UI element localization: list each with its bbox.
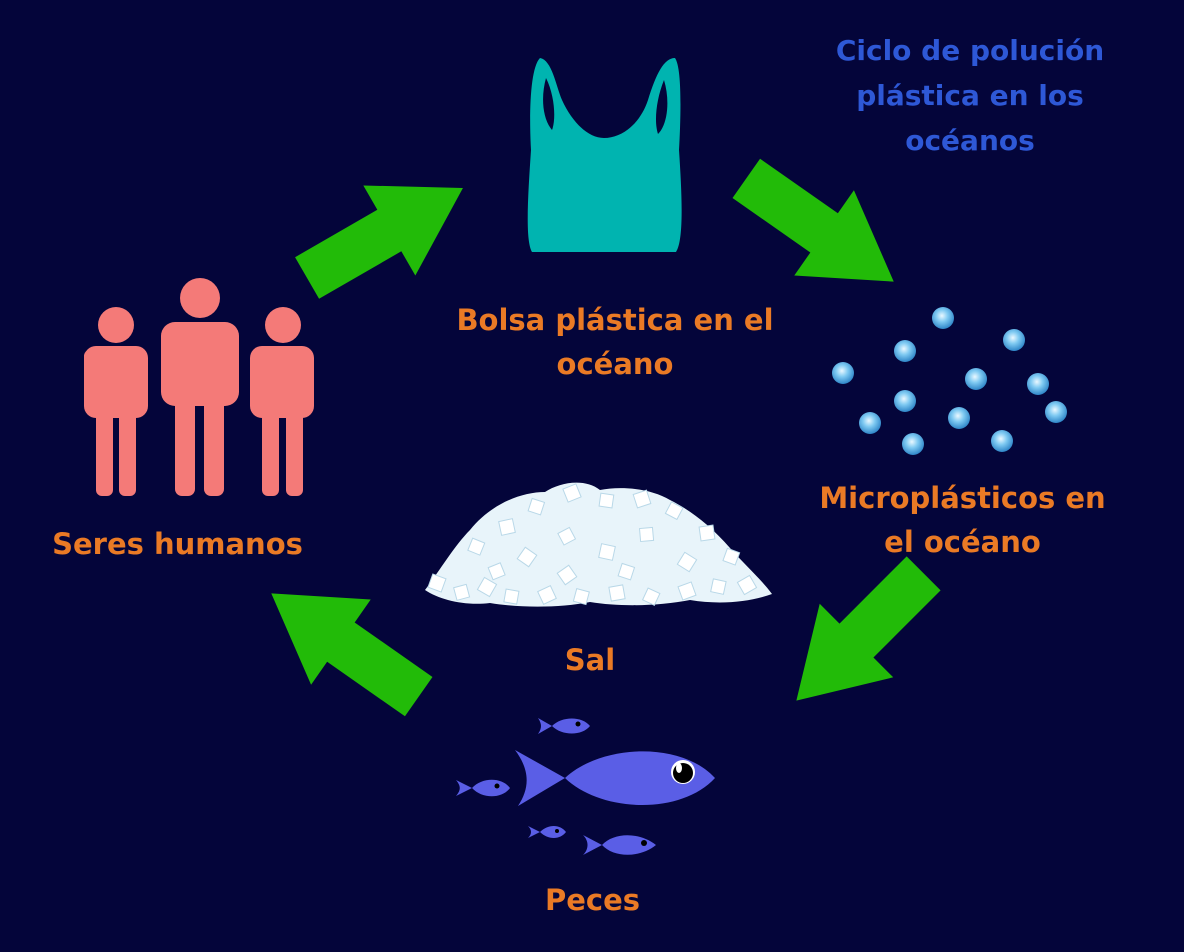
salt-pile-icon bbox=[425, 482, 772, 607]
person-right-icon bbox=[250, 307, 314, 496]
people-icon bbox=[84, 278, 314, 496]
microplastic-beads-icon bbox=[832, 307, 1067, 455]
humans-label: Seres humanos bbox=[52, 527, 303, 561]
fish-label: Peces bbox=[544, 883, 641, 917]
plastic-bag-label: Bolsa plástica en el océano bbox=[456, 303, 774, 381]
fish-school-icon bbox=[456, 718, 715, 855]
cycle-arrows bbox=[271, 158, 941, 717]
arrow-microplastics-to-fish-icon bbox=[796, 556, 941, 701]
arrow-humans-to-bag-icon bbox=[295, 185, 463, 299]
small-fish-icon bbox=[583, 835, 656, 855]
microplastics-label: Microplásticos en el océano bbox=[819, 481, 1106, 559]
arrow-bag-to-microplastics-icon bbox=[732, 158, 894, 282]
big-fish-icon bbox=[515, 750, 715, 806]
salt-label: Sal bbox=[564, 643, 616, 677]
small-fish-icon bbox=[528, 826, 566, 838]
plastic-bag-icon bbox=[527, 58, 682, 252]
arrow-fish-to-humans-icon bbox=[271, 593, 433, 717]
person-center-icon bbox=[161, 278, 239, 496]
diagram-title: Ciclo de polución plástica en los océano… bbox=[835, 34, 1105, 157]
small-fish-icon bbox=[538, 718, 590, 734]
small-fish-icon bbox=[456, 779, 510, 797]
person-left-icon bbox=[84, 307, 148, 496]
